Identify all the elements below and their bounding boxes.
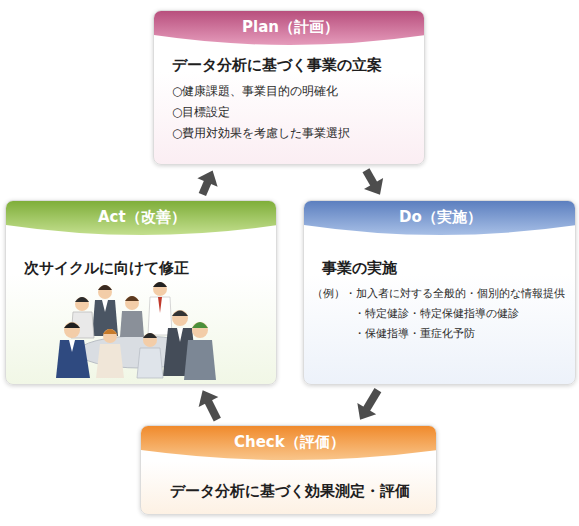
- arrow-shaft: [366, 170, 374, 184]
- phase-detail: ○健康課題、事業目的の明確化: [172, 84, 338, 99]
- phase-detail: ○費用対効果を考慮した事業選択: [172, 126, 350, 141]
- phase-title: Do（実施）: [399, 208, 482, 227]
- phase-title: Act（改善）: [98, 208, 186, 227]
- header-band-shape: [304, 201, 576, 235]
- cycle-arrow: [197, 171, 217, 195]
- phase-title: Plan（計画）: [242, 18, 339, 37]
- phase-detail: ○目標設定: [172, 105, 230, 120]
- plan-box: Plan（計画） データ分析に基づく事業の立案 ○健康課題、事業目的の明確化 ○目標設…: [153, 10, 425, 165]
- cycle-arrow: [357, 390, 378, 420]
- phase-detail: （例）・加入者に対する全般的・個別的な情報提供: [312, 287, 565, 301]
- do-box: Do（実施） 事業の実施 （例）・加入者に対する全般的・個別的な情報提供・特定健診・…: [303, 200, 576, 385]
- arrow-head: [199, 390, 219, 407]
- arrow-shaft: [366, 390, 378, 409]
- header-band-shape: [6, 201, 277, 235]
- phase-summary: データ分析に基づく事業の立案: [172, 56, 382, 75]
- phase-detail: ・保健指導・重症化予防: [354, 327, 475, 341]
- cycle-arrow: [364, 170, 383, 195]
- phase-title: Check（評価）: [234, 433, 345, 452]
- check-box: Check（評価） データ分析に基づく効果測定・評価: [140, 425, 437, 515]
- arrow-shaft: [202, 182, 208, 195]
- phase-summary: 事業の実施: [322, 259, 397, 278]
- arrow-head: [364, 178, 383, 195]
- arrow-head: [357, 403, 376, 420]
- phase-summary: 次サイクルに向けて修正: [24, 259, 189, 278]
- phase-detail: ・特定健診・特定保健指導の健診: [354, 307, 519, 321]
- phase-summary: データ分析に基づく効果測定・評価: [170, 482, 410, 501]
- header-band-shape: [154, 11, 425, 45]
- arrow-shaft: [208, 401, 217, 420]
- cycle-arrow: [199, 390, 219, 419]
- header-band-shape: [141, 426, 437, 460]
- arrow-head: [197, 171, 217, 187]
